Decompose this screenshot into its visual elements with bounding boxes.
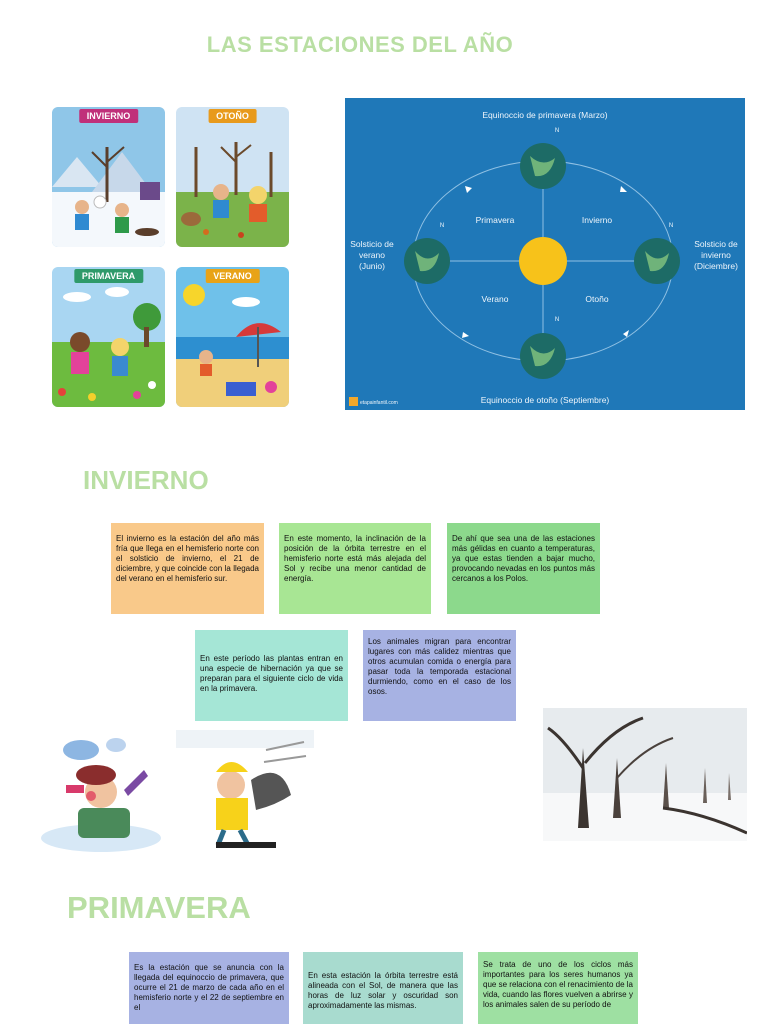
top-label: Equinoccio de primavera (Marzo) <box>482 110 608 120</box>
bottom-label: Equinoccio de otoño (Septiembre) <box>480 395 610 405</box>
primavera-heading: PRIMAVERA <box>67 890 251 925</box>
north-marker: N <box>554 317 560 323</box>
spring-scene-image <box>52 287 165 407</box>
autumn-panel: OTOÑO <box>176 107 289 247</box>
primavera-box-2: En esta estación la órbita terrestre est… <box>303 952 463 1024</box>
north-marker: N <box>439 223 445 229</box>
north-marker: N <box>554 128 560 134</box>
quadrant-primavera: Primavera <box>475 215 515 225</box>
primavera-box-3: Se trata de uno de los ciclos más import… <box>478 952 638 1024</box>
winter-scene-image <box>52 146 165 247</box>
summer-panel: VERANO <box>176 267 289 407</box>
invierno-box-1: El invierno es la estación del año más f… <box>111 523 264 614</box>
quadrant-invierno: Invierno <box>581 215 613 225</box>
seasons-illustration: INVIERNO OTOÑO <box>50 97 290 409</box>
left-label: Solsticio de verano (Junio) <box>350 239 394 271</box>
winter-panel: INVIERNO <box>52 107 165 247</box>
invierno-box-4: En este período las plantas entran en un… <box>195 630 348 721</box>
autumn-scene-image <box>176 142 289 247</box>
orbit-diagram: Equinoccio de primavera (Marzo) Equinocc… <box>345 98 745 410</box>
invierno-box-5: Los animales migran para encontrar lugar… <box>363 630 516 721</box>
page-title: LAS ESTACIONES DEL AÑO <box>206 32 514 57</box>
quadrant-otono: Otoño <box>585 294 609 304</box>
winter-tag: INVIERNO <box>78 109 139 123</box>
north-marker: N <box>668 223 674 229</box>
quadrant-verano: Verano <box>481 294 509 304</box>
spring-tag: PRIMAVERA <box>73 269 144 283</box>
primavera-box-1: Es la estación que se anuncia con la lle… <box>129 952 289 1024</box>
summer-scene-image <box>176 284 289 407</box>
snowy-trees-photo <box>543 708 748 841</box>
autumn-tag: OTOÑO <box>208 109 257 123</box>
invierno-box-3: De ahí que sea una de las estaciones más… <box>447 523 600 614</box>
winter-cartoon-image <box>36 730 314 855</box>
orbit-graphic <box>349 143 680 406</box>
summer-tag: VERANO <box>205 269 260 283</box>
invierno-box-2: En este momento, la inclinación de la po… <box>279 523 431 614</box>
spring-panel: PRIMAVERA <box>52 267 165 407</box>
invierno-heading: INVIERNO <box>83 465 209 495</box>
sun-icon <box>519 237 567 285</box>
right-label: Solsticio de invierno (Diciembre) <box>694 239 738 271</box>
credit-text: etapainfantil.com <box>360 400 398 406</box>
